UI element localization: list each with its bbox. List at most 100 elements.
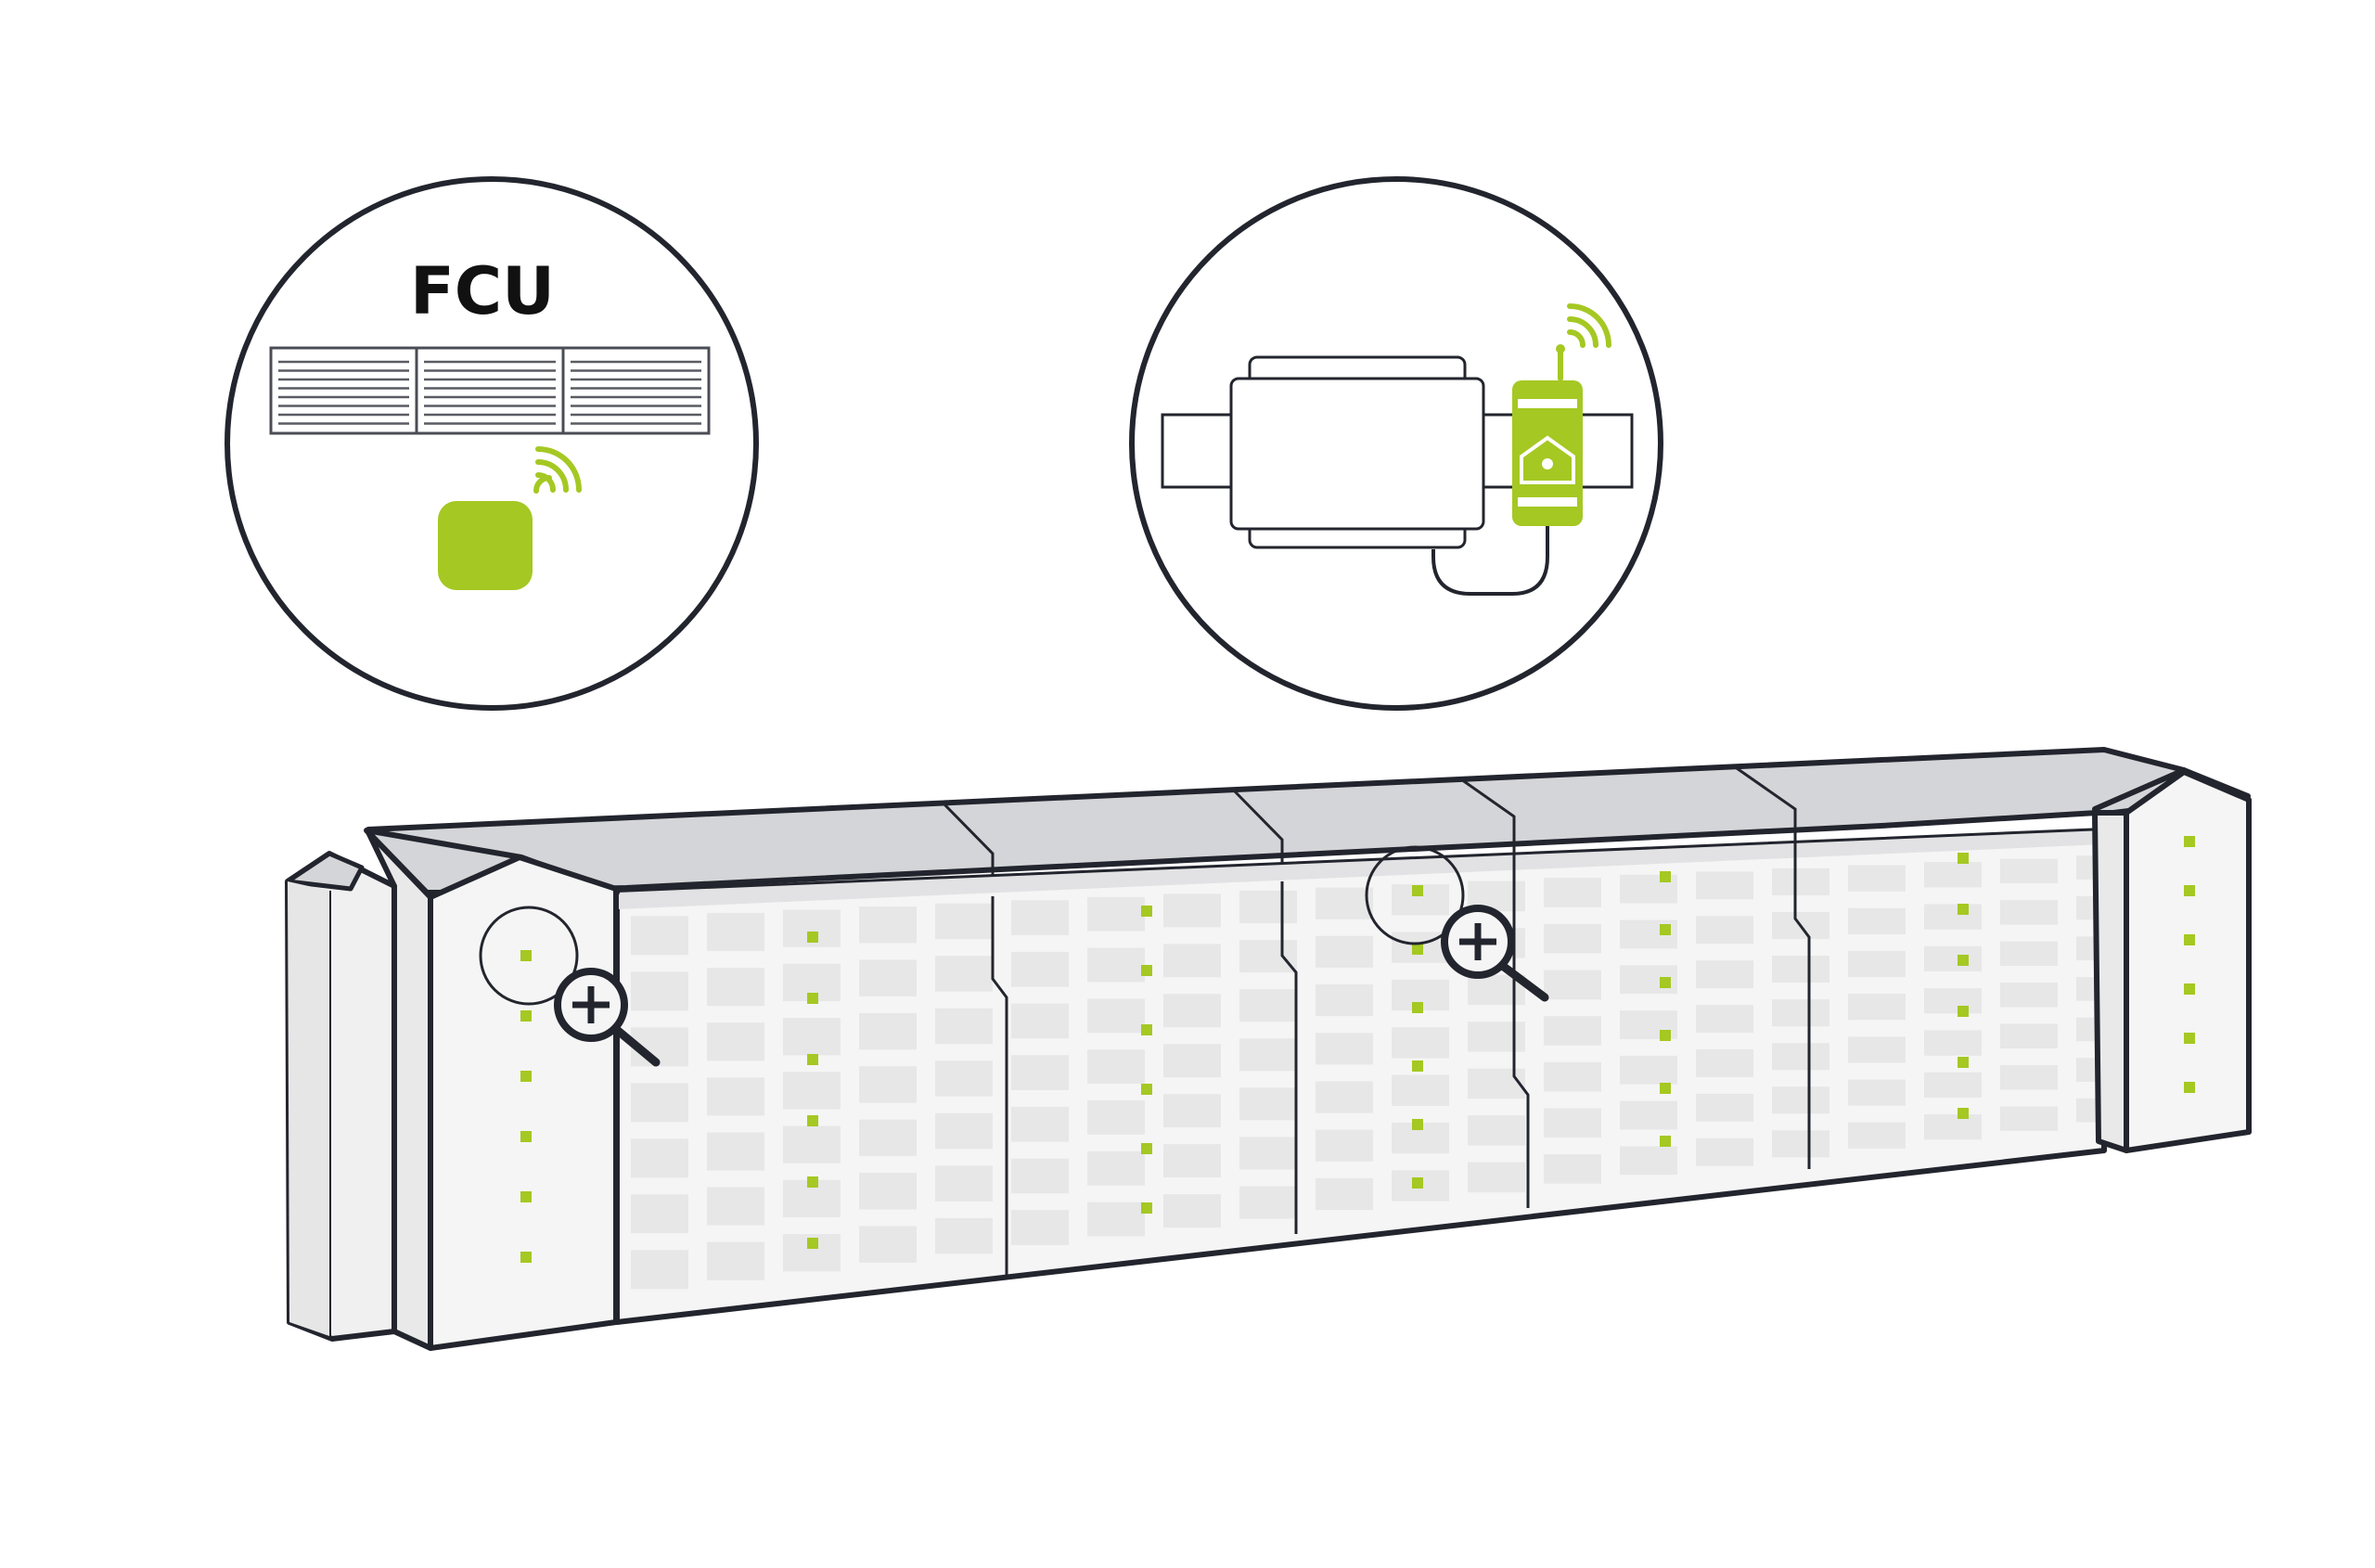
green-sensor-dot bbox=[1141, 965, 1152, 976]
window bbox=[935, 1217, 993, 1254]
window bbox=[1163, 994, 1221, 1028]
green-sensor-dot bbox=[1412, 944, 1423, 955]
window bbox=[1316, 1177, 1373, 1211]
right-tower bbox=[2124, 769, 2252, 1153]
window bbox=[1924, 1114, 1982, 1140]
window bbox=[1011, 1055, 1069, 1090]
window bbox=[707, 1241, 764, 1280]
green-sensor-dot bbox=[1412, 1119, 1423, 1130]
window bbox=[859, 906, 917, 944]
window bbox=[707, 1187, 764, 1226]
window bbox=[1772, 868, 1829, 896]
window bbox=[1924, 988, 1982, 1014]
window bbox=[707, 1077, 764, 1116]
window bbox=[935, 903, 993, 940]
window bbox=[1316, 1081, 1373, 1113]
window bbox=[631, 916, 688, 956]
window bbox=[1316, 983, 1373, 1017]
green-sensor-dot bbox=[807, 1176, 818, 1188]
window bbox=[1087, 1100, 1145, 1135]
building bbox=[285, 747, 2252, 1351]
window bbox=[1696, 1137, 1753, 1166]
window bbox=[1163, 1044, 1221, 1078]
green-sensor-dot bbox=[1412, 885, 1423, 896]
green-sensor-dot bbox=[2184, 1082, 2195, 1093]
window bbox=[1011, 900, 1069, 935]
window bbox=[783, 1125, 841, 1163]
green-sensor-dot bbox=[2184, 934, 2195, 945]
window bbox=[1468, 1022, 1525, 1052]
window bbox=[631, 971, 688, 1011]
window bbox=[1316, 935, 1373, 968]
window bbox=[859, 959, 917, 996]
window bbox=[1392, 1027, 1449, 1059]
green-sensor-dot bbox=[520, 1071, 532, 1082]
window bbox=[1924, 862, 1982, 888]
green-sensor-dot bbox=[1660, 1030, 1671, 1041]
green-sensor-dot bbox=[2184, 983, 2195, 995]
window bbox=[1087, 1202, 1145, 1237]
window bbox=[707, 1022, 764, 1061]
window bbox=[1544, 923, 1601, 954]
green-sensor-dot bbox=[807, 932, 818, 943]
window bbox=[1239, 1087, 1297, 1121]
window bbox=[1163, 1094, 1221, 1128]
zoom-in-magnifier-icon[interactable] bbox=[479, 906, 661, 1067]
window bbox=[1924, 1030, 1982, 1056]
window bbox=[935, 956, 993, 992]
sensor-markers bbox=[520, 836, 2195, 1263]
green-sensor-dot bbox=[520, 1252, 532, 1263]
green-sensor-dot bbox=[807, 993, 818, 1004]
window bbox=[1163, 1194, 1221, 1228]
window bbox=[707, 968, 764, 1007]
green-sensor-dot bbox=[1141, 1084, 1152, 1095]
window bbox=[935, 1112, 993, 1150]
window bbox=[1392, 1074, 1449, 1106]
wireless-sensor-icon bbox=[438, 475, 552, 590]
window bbox=[1772, 999, 1829, 1027]
green-sensor-dot bbox=[1660, 977, 1671, 988]
wifi-signal-icon bbox=[1567, 303, 1611, 348]
green-sensor-dot bbox=[1141, 906, 1152, 917]
green-sensor-dot bbox=[1141, 1202, 1152, 1214]
window bbox=[783, 1072, 841, 1110]
window bbox=[1544, 970, 1601, 1000]
window bbox=[1239, 1137, 1297, 1170]
window bbox=[1544, 878, 1601, 907]
fan-coil-unit-icon bbox=[269, 346, 711, 435]
window bbox=[935, 1165, 993, 1202]
window bbox=[1163, 1144, 1221, 1178]
green-sensor-dot bbox=[1958, 1108, 1969, 1119]
window bbox=[1316, 887, 1373, 919]
window bbox=[1163, 893, 1221, 928]
window bbox=[1087, 1150, 1145, 1186]
zoom-in-magnifier-icon[interactable] bbox=[1365, 845, 1549, 1002]
window bbox=[859, 1066, 917, 1103]
window bbox=[1316, 1129, 1373, 1162]
window bbox=[1772, 1043, 1829, 1071]
window bbox=[1087, 947, 1145, 983]
window bbox=[1696, 1049, 1753, 1077]
window bbox=[2000, 983, 2058, 1008]
window bbox=[859, 1226, 917, 1263]
green-sensor-dot bbox=[2184, 836, 2195, 847]
window bbox=[1696, 960, 1753, 989]
window bbox=[1696, 871, 1753, 900]
green-sensor-dot bbox=[1958, 1057, 1969, 1068]
callout-duct-unit bbox=[1129, 176, 1663, 711]
window bbox=[1772, 1130, 1829, 1158]
left-tower bbox=[428, 855, 619, 1351]
window bbox=[2000, 941, 2058, 967]
green-sensor-dot bbox=[1141, 1143, 1152, 1154]
window bbox=[1468, 1115, 1525, 1146]
window bbox=[1239, 989, 1297, 1022]
window bbox=[859, 1119, 917, 1157]
window bbox=[1848, 1122, 1906, 1149]
green-sensor-dot bbox=[2184, 885, 2195, 896]
window bbox=[2000, 900, 2058, 925]
fcu-label: FCU bbox=[410, 253, 555, 329]
window bbox=[1848, 865, 1906, 892]
green-sensor-dot bbox=[2184, 1033, 2195, 1044]
window bbox=[935, 1060, 993, 1097]
